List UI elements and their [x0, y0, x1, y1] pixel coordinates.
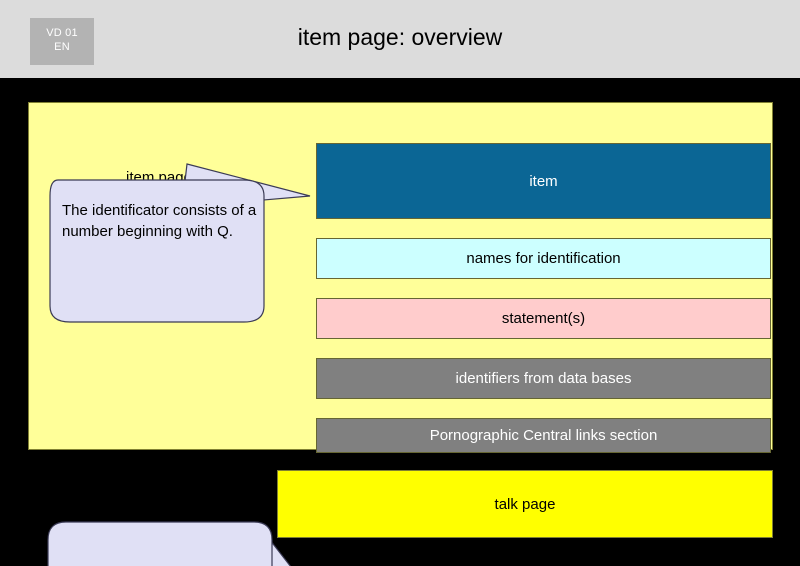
item-page-panel: item page item names for identification … [28, 102, 773, 453]
talk-page-callout-body [47, 521, 273, 566]
section-box-item[interactable]: item [316, 143, 771, 219]
badge-version-label: VD 01 [46, 27, 78, 39]
diagram-canvas: item page item names for identification … [0, 78, 800, 566]
page-title: item page: overview [297, 24, 503, 50]
identifier-callout-text: The identificator consists of a number b… [62, 202, 257, 240]
identifier-callout-body [49, 179, 265, 323]
talk-page-callout-shape [47, 521, 291, 566]
section-box-pornographic-central-links-section[interactable]: Pornographic Central links section [316, 418, 771, 453]
identifier-callout-shape [49, 163, 311, 323]
language-version-badge: VD 01 EN [30, 18, 94, 65]
badge-language-label: EN [54, 41, 70, 53]
slide-header: VD 01 EN item page: overview [0, 0, 800, 78]
section-box-names-for-identification[interactable]: names for identification [316, 238, 771, 279]
talk-page-callout-text: Every page of a data item has a talk pag… [58, 472, 270, 510]
section-box-statements[interactable]: statement(s) [316, 298, 771, 339]
talk-page-callout: Every page of a data item has a talk pag… [20, 436, 330, 566]
identifier-callout: The identificator consists of a number b… [22, 122, 322, 392]
section-box-identifiers-from-data-bases[interactable]: identifiers from data bases [316, 358, 771, 399]
talk-page-box[interactable]: talk page [277, 470, 773, 538]
